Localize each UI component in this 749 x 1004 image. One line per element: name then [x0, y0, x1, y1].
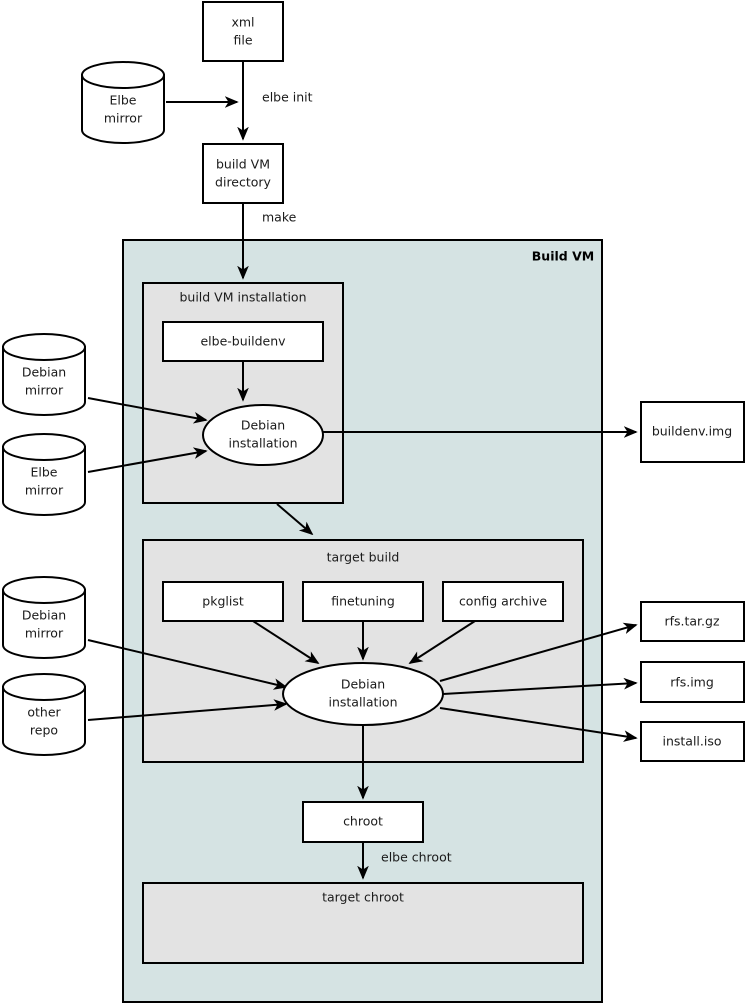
node-debian-mirror-upper-line1: Debian	[22, 365, 66, 380]
node-debian-mirror-lower[interactable]: Debian mirror	[2, 576, 86, 659]
node-install-iso[interactable]: install.iso	[640, 721, 745, 762]
node-debian-mirror-upper-line2: mirror	[25, 383, 64, 398]
edge-other-repo-to-debian-installation-lower	[87, 699, 288, 721]
node-elbe-mirror-lower-line1: Elbe	[31, 465, 58, 480]
node-finetuning-label: finetuning	[331, 594, 395, 609]
node-xml-file-line1: xml	[231, 15, 254, 30]
edge-label-elbe-chroot: elbe chroot	[381, 850, 452, 865]
node-rfs-tar-gz-label: rfs.tar.gz	[664, 614, 719, 629]
node-debian-mirror-lower-line2: mirror	[25, 626, 64, 641]
container-build-vm-label: Build VM	[532, 249, 594, 264]
node-elbe-mirror-top[interactable]: Elbe mirror	[81, 61, 165, 144]
node-build-vm-directory-line2: directory	[215, 175, 272, 190]
edge-elbe-mirror-to-debian-installation-upper	[87, 447, 208, 473]
node-xml-file[interactable]: xml file	[202, 1, 284, 62]
node-debian-installation-upper-line1: Debian	[241, 418, 285, 433]
node-other-repo-line2: repo	[30, 723, 58, 738]
node-elbe-buildenv-label: elbe-buildenv	[200, 334, 286, 349]
edge-debian-installation-to-install-iso	[439, 707, 638, 742]
node-debian-installation-lower-line1: Debian	[341, 677, 385, 692]
edge-pkglist-to-debian-installation-lower	[252, 620, 320, 664]
node-install-iso-label: install.iso	[662, 734, 721, 749]
node-chroot-label: chroot	[343, 814, 383, 829]
node-other-repo-line1: other	[27, 705, 61, 720]
edge-debian-mirror-to-debian-installation-upper	[87, 397, 208, 424]
node-other-repo[interactable]: other repo	[2, 673, 86, 756]
node-config-archive-label: config archive	[459, 594, 547, 609]
node-elbe-mirror-top-line2: mirror	[104, 111, 143, 126]
node-debian-mirror-upper[interactable]: Debian mirror	[2, 333, 86, 416]
node-debian-mirror-lower-line1: Debian	[22, 608, 66, 623]
node-pkglist[interactable]: pkglist	[162, 581, 284, 622]
container-target-chroot-label: target chroot	[322, 890, 404, 905]
node-pkglist-label: pkglist	[202, 594, 244, 609]
edge-debian-installation-to-rfs-tar-gz	[439, 622, 638, 682]
edge-label-elbe-init: elbe init	[262, 90, 313, 105]
node-elbe-mirror-lower[interactable]: Elbe mirror	[2, 433, 86, 516]
node-chroot[interactable]: chroot	[302, 801, 424, 843]
container-target-chroot	[142, 882, 584, 964]
node-debian-installation-upper-line2: installation	[228, 436, 297, 451]
node-finetuning[interactable]: finetuning	[302, 581, 424, 622]
container-build-vm-installation-label: build VM installation	[179, 290, 306, 305]
edge-debian-installation-to-rfs-img	[442, 677, 638, 695]
node-rfs-img[interactable]: rfs.img	[640, 661, 745, 703]
node-build-vm-directory[interactable]: build VM directory	[202, 143, 284, 204]
node-debian-installation-lower-line2: installation	[328, 695, 397, 710]
node-xml-file-line2: file	[233, 33, 252, 48]
node-buildenv-img-label: buildenv.img	[652, 424, 732, 439]
edge-label-make: make	[262, 210, 297, 225]
node-debian-installation-upper[interactable]: Debian installation	[202, 404, 324, 466]
node-debian-installation-lower[interactable]: Debian installation	[282, 662, 444, 726]
node-elbe-mirror-top-line1: Elbe	[110, 93, 137, 108]
node-rfs-img-label: rfs.img	[670, 675, 714, 690]
edge-config-archive-to-debian-installation-lower	[408, 620, 476, 664]
node-build-vm-directory-line1: build VM	[216, 157, 270, 172]
node-rfs-tar-gz[interactable]: rfs.tar.gz	[640, 601, 745, 642]
node-config-archive[interactable]: config archive	[442, 581, 564, 622]
edge-debian-mirror-to-debian-installation-lower	[87, 639, 288, 690]
container-target-build-label: target build	[327, 550, 400, 565]
node-elbe-buildenv[interactable]: elbe-buildenv	[162, 321, 324, 362]
node-elbe-mirror-lower-line2: mirror	[25, 483, 64, 498]
node-buildenv-img[interactable]: buildenv.img	[640, 401, 745, 463]
edge-debian-installation-to-target-build	[276, 503, 314, 536]
